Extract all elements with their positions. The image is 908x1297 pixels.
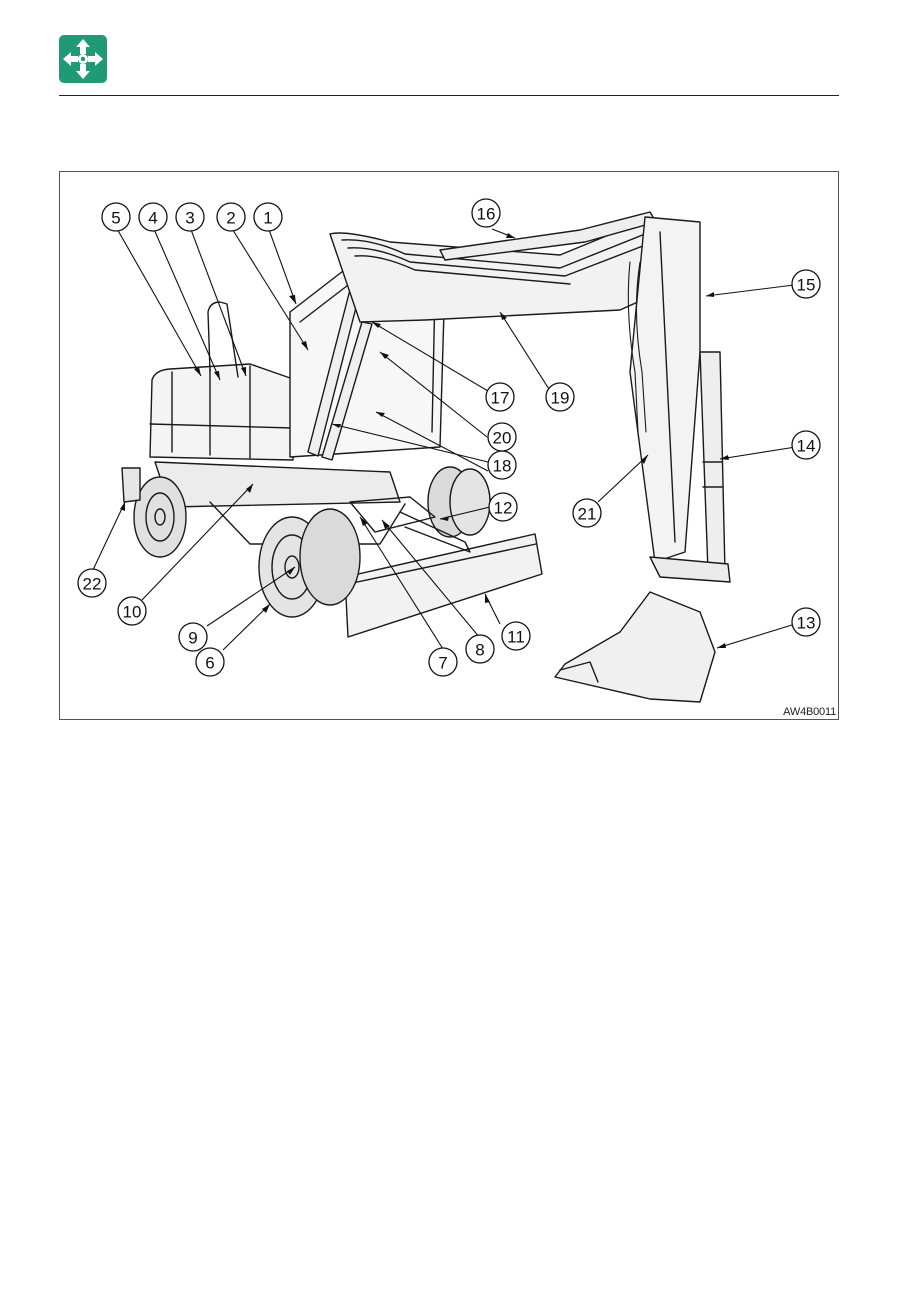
figure-code: AW4B0011 (783, 706, 836, 718)
dozer-blade (344, 533, 543, 638)
excavator-drawing: 1 2 3 4 5 6 7 8 9 10 11 12 13 14 15 16 1… (77, 198, 821, 703)
bucket (554, 591, 716, 703)
mud-flap (121, 467, 141, 503)
callout-17: 17 (491, 389, 510, 408)
callout-4: 4 (148, 209, 157, 228)
callout-2: 2 (226, 209, 235, 228)
callout-8: 8 (475, 641, 484, 660)
callout-20: 20 (493, 429, 512, 448)
callout-15: 15 (797, 276, 816, 295)
callout-11: 11 (507, 628, 525, 647)
four-way-arrows-icon (59, 35, 107, 83)
callout-7: 7 (438, 654, 447, 673)
excavator-figure: 1 2 3 4 5 6 7 8 9 10 11 12 13 14 15 16 1… (59, 171, 839, 720)
callout-10: 10 (123, 603, 142, 622)
callout-13: 13 (797, 614, 816, 633)
callout-14: 14 (797, 437, 816, 456)
dipper-arm (629, 216, 701, 563)
callout-22: 22 (83, 575, 102, 594)
callout-6: 6 (205, 654, 214, 673)
callout-16: 16 (477, 205, 496, 224)
callout-3: 3 (185, 209, 194, 228)
callout-9: 9 (188, 629, 197, 648)
rear-wheel (133, 476, 187, 558)
callout-5: 5 (111, 209, 120, 228)
rops-frame (207, 301, 239, 378)
callout-12: 12 (494, 499, 513, 518)
callout-1: 1 (263, 209, 272, 228)
header-rule (59, 95, 839, 96)
callout-19: 19 (551, 389, 570, 408)
callout-21: 21 (578, 505, 597, 524)
main-boom (329, 219, 661, 323)
callout-18: 18 (493, 457, 512, 476)
